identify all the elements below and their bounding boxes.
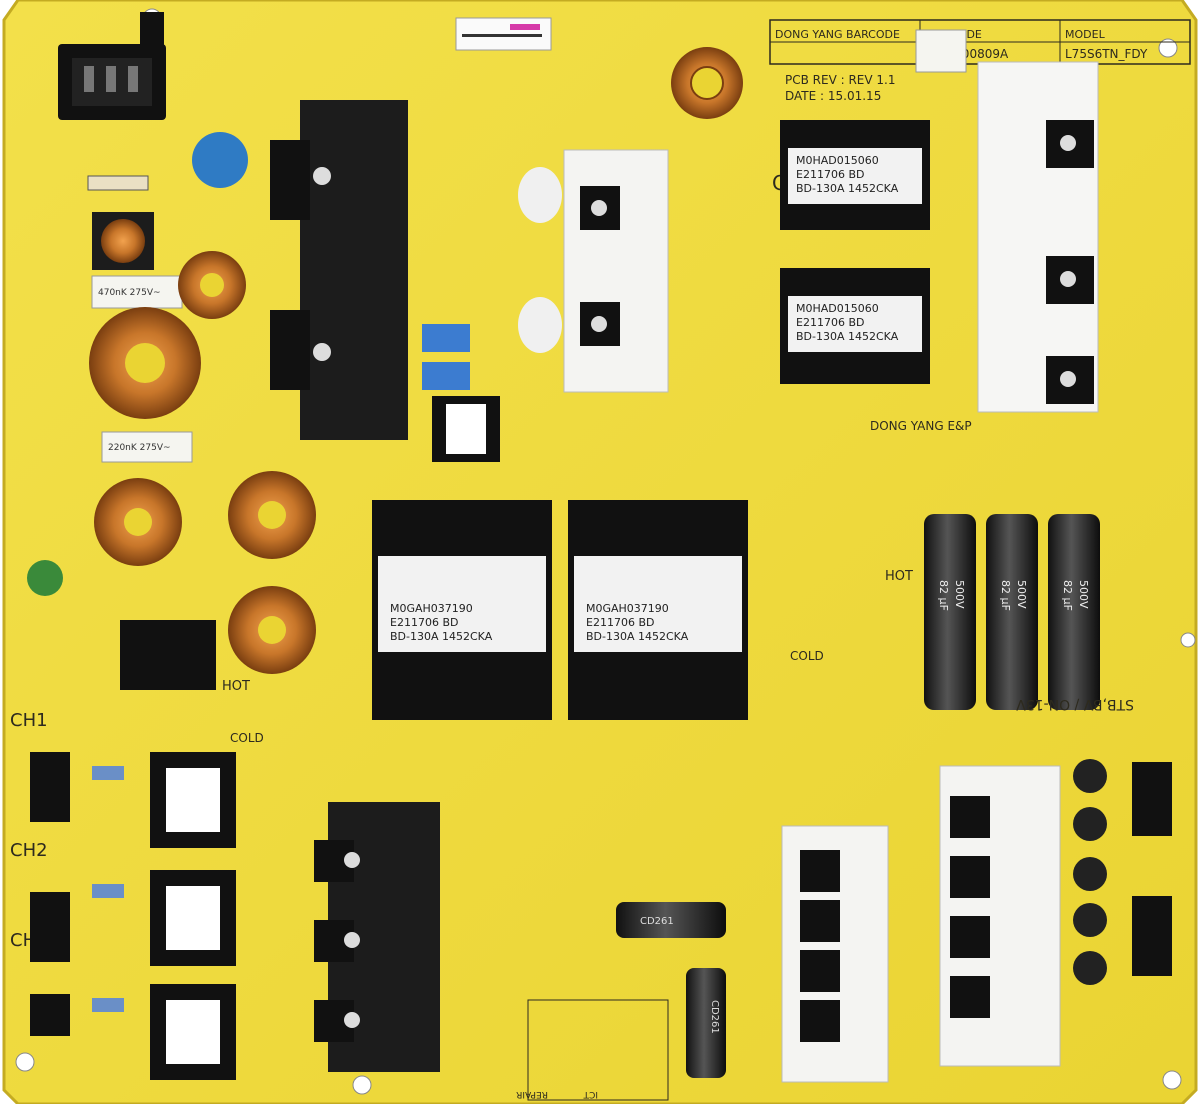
- bulk-cap-3-capacitance: 82 µF: [1061, 580, 1074, 611]
- led-driver-heatsink: [314, 802, 440, 1072]
- barcode-header: DONG YANG BARCODE: [775, 28, 900, 41]
- led-driver-section: [30, 752, 236, 1080]
- repair-header: REPAIR: [516, 1089, 548, 1099]
- hot-label-right: HOT: [885, 569, 913, 584]
- tf-up2-line1: M0HAD015060: [796, 302, 879, 315]
- pfc-heatsink: [518, 149, 669, 393]
- cd261-capacitors: CD261 CD261: [616, 902, 726, 1078]
- ict-header: ICT: [583, 1089, 598, 1099]
- model-header: MODEL: [1065, 28, 1106, 41]
- standby-transformer: [432, 396, 500, 462]
- xcap-2-label: 220nK 275V~: [108, 443, 171, 453]
- ac-inlet-connector: [58, 12, 166, 120]
- ch2-label: CH2: [10, 840, 48, 861]
- llc-heatsink: [915, 29, 1099, 413]
- xcap-1-label: 470nK 275V~: [98, 288, 161, 298]
- bulk-cap-3-voltage: 500V: [1077, 580, 1090, 609]
- bulk-cap-2-voltage: 500V: [1015, 580, 1028, 609]
- bulk-cap-2-capacitance: 82 µF: [999, 580, 1012, 611]
- model-value: L75S6TN_FDY: [1065, 47, 1148, 61]
- tf-up1-line2: E211706 BD: [796, 168, 864, 181]
- cd261-label-2: CD261: [709, 1000, 720, 1034]
- mount-hole-icon: [15, 8, 1196, 1095]
- tf-large2-line2: E211706 BD: [586, 616, 654, 629]
- tf-up1-line3: BD-130A 1452CKA: [796, 182, 899, 195]
- tf-large1-line3: BD-130A 1452CKA: [390, 630, 493, 643]
- tf-up2-line2: E211706 BD: [796, 316, 864, 329]
- standby-label: STB,BV / ON-13V: [1016, 696, 1134, 712]
- cold-label-left: COLD: [230, 731, 264, 745]
- output-heatsink: [781, 765, 1061, 1083]
- transformer-upper-1: M0HAD015060 E211706 BD BD-130A 1452CKA: [780, 120, 930, 230]
- repair-table: REPAIR ICT: [516, 999, 669, 1101]
- tf-up1-line1: M0HAD015060: [796, 154, 879, 167]
- film-capacitors: [422, 324, 470, 390]
- transformer-upper-2: M0HAD015060 E211706 BD BD-130A 1452CKA: [780, 268, 930, 384]
- tf-up2-line3: BD-130A 1452CKA: [796, 330, 899, 343]
- input-filter-section: 470nK 275V~ 220nK 275V~: [27, 132, 316, 690]
- toroid-inductor-top: [671, 47, 743, 119]
- bulk-capacitor-1: 500V 82 µF: [924, 514, 976, 710]
- transformer-large-right: M0GAH037190 E211706 BD BD-130A 1452CKA: [568, 500, 748, 720]
- bulk-capacitor-2: 500V 82 µF: [986, 514, 1038, 710]
- bulk-capacitor-3: 500V 82 µF: [1048, 514, 1100, 710]
- maker-label: DONG YANG E&P: [870, 419, 972, 433]
- bulk-cap-1-capacitance: 82 µF: [937, 580, 950, 611]
- date-label: DATE : 15.01.15: [785, 89, 881, 103]
- bulk-cap-1-voltage: 500V: [953, 580, 966, 609]
- bridge-rectifier-heatsink: [270, 100, 408, 440]
- hot-label-left: HOT: [222, 679, 250, 694]
- tf-large1-line1: M0GAH037190: [390, 602, 473, 615]
- cd261-label-1: CD261: [640, 916, 674, 927]
- output-capacitors: [1073, 759, 1172, 985]
- ch1-label: CH1: [10, 710, 48, 731]
- cold-label-right: COLD: [790, 649, 824, 663]
- barcode-sticker: [455, 17, 552, 51]
- tf-large2-line3: BD-130A 1452CKA: [586, 630, 689, 643]
- pcb-rev-label: PCB REV : REV 1.1: [785, 73, 896, 87]
- transformer-large-left: M0GAH037190 E211706 BD BD-130A 1452CKA: [372, 500, 552, 720]
- tf-large1-line2: E211706 BD: [390, 616, 458, 629]
- tf-large2-line1: M0GAH037190: [586, 602, 669, 615]
